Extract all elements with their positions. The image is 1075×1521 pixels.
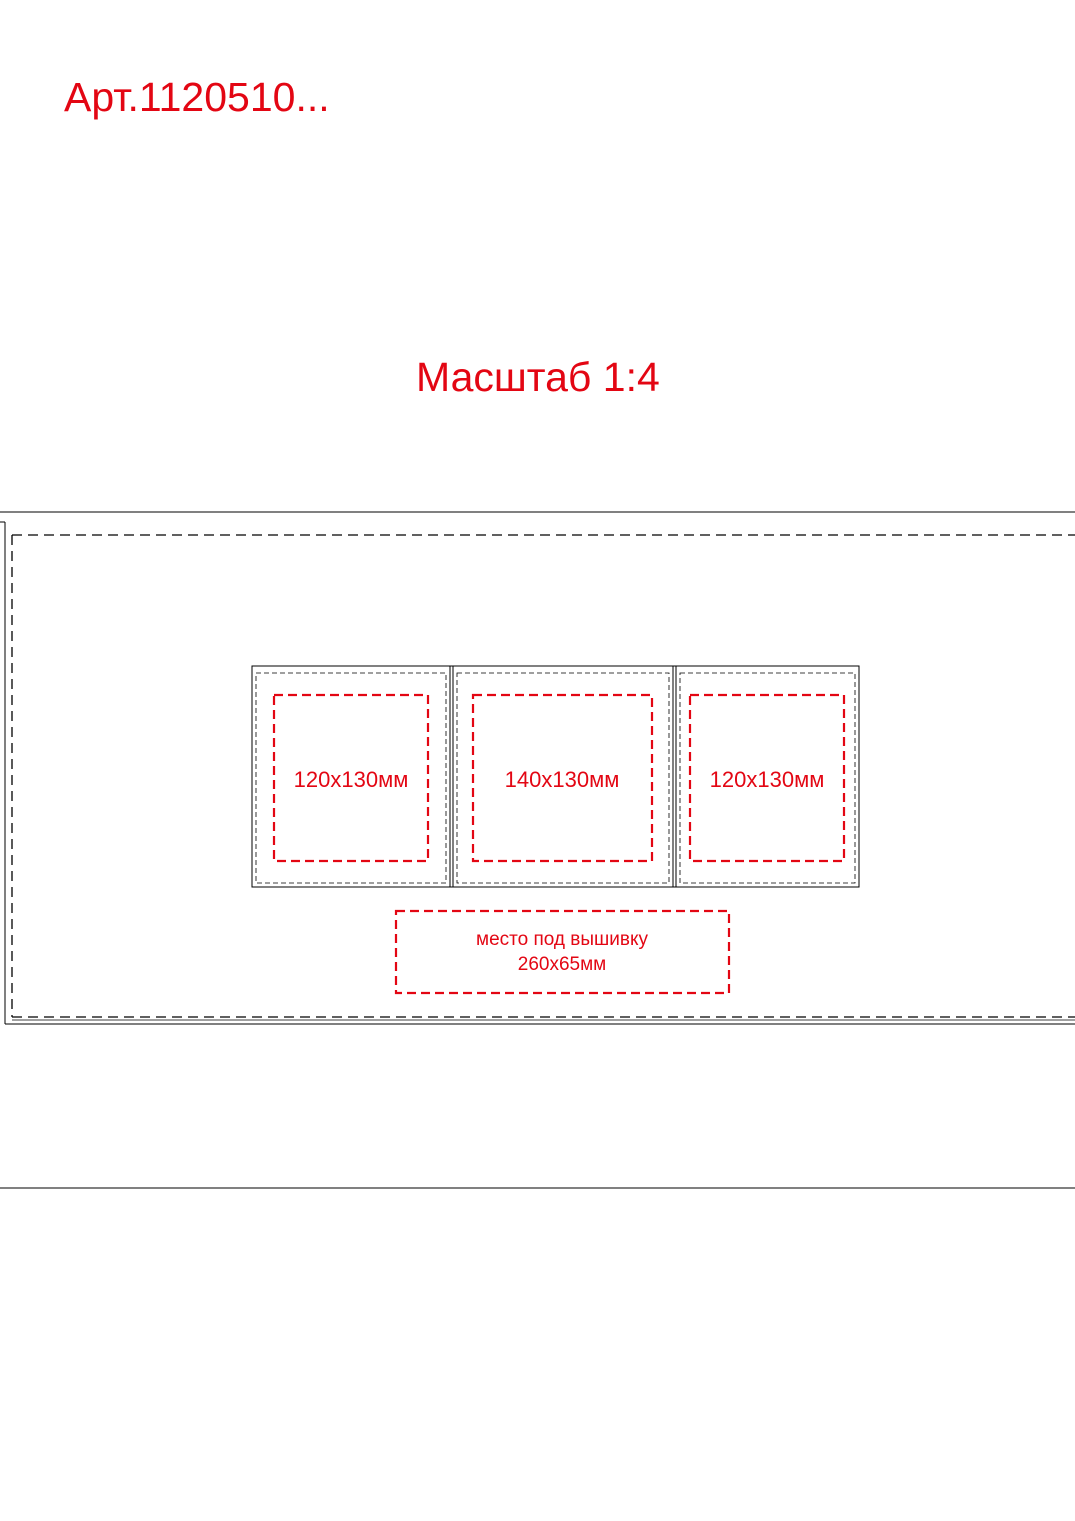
embroidery-size-label: 260х65мм bbox=[518, 954, 606, 975]
pockets-block bbox=[251, 665, 860, 888]
scale-label: Масштаб 1:4 bbox=[416, 354, 660, 400]
pocket-size-label-3: 120х130мм bbox=[710, 767, 825, 792]
pocket-embroidery-zone-2 bbox=[471, 693, 654, 863]
pocket-embroidery-zone-1 bbox=[272, 693, 430, 863]
pocket-embroidery-zone-3 bbox=[688, 693, 846, 863]
embroidery-label: место под вышивку bbox=[476, 929, 648, 950]
pocket-stitch-lines bbox=[255, 672, 856, 884]
article-number: Арт.1120510... bbox=[64, 74, 330, 120]
pocket-size-label-2: 140х130мм bbox=[505, 767, 620, 792]
embroidery-zone bbox=[394, 909, 731, 995]
panel-stitch-line bbox=[11, 534, 1075, 1018]
pocket-size-label-1: 120х130мм bbox=[294, 767, 409, 792]
